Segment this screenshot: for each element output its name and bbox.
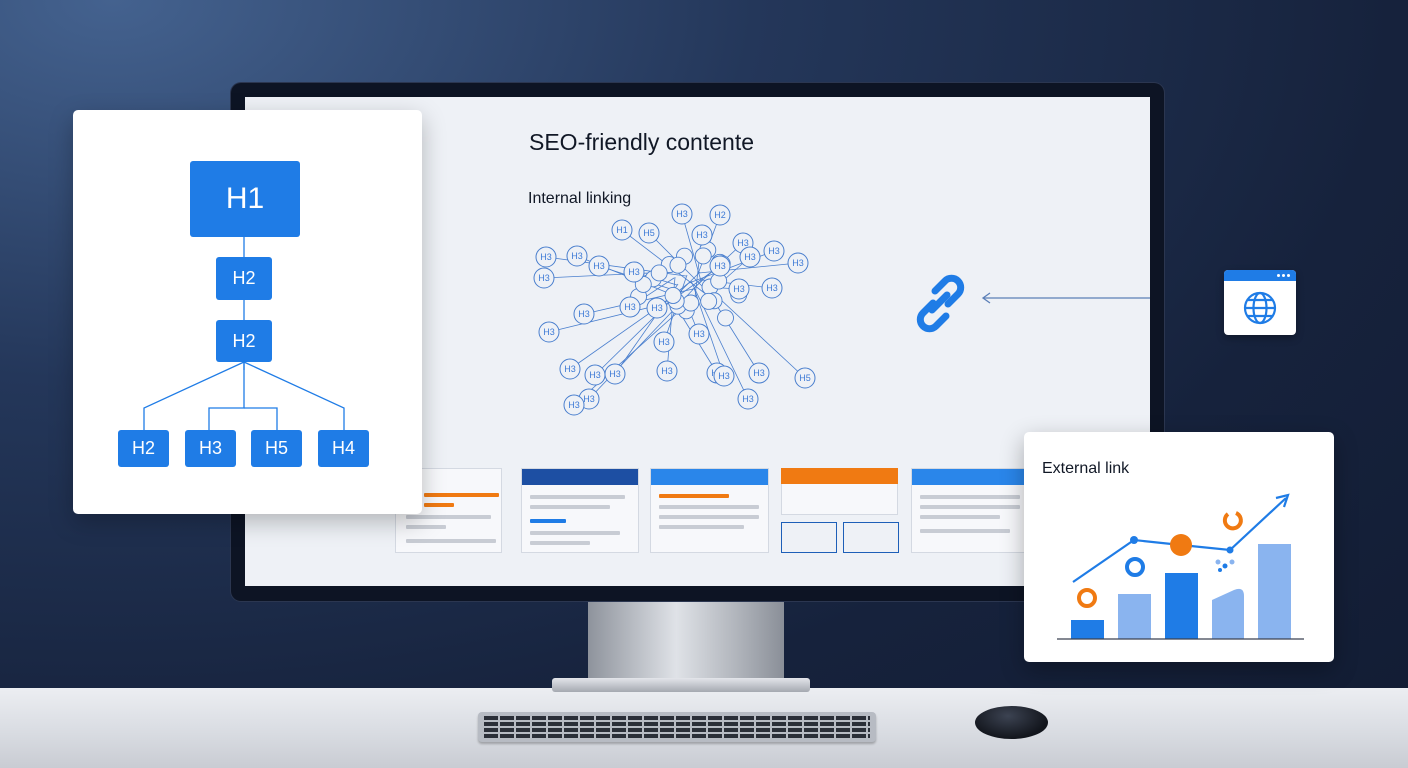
inner-node xyxy=(664,287,682,304)
link-node xyxy=(794,367,816,389)
link-node xyxy=(563,394,585,416)
link-node-label: H1 xyxy=(616,225,628,235)
link-node-label: H3 xyxy=(564,364,576,374)
link-node-label: H5 xyxy=(799,373,811,383)
link-node xyxy=(709,204,731,226)
link-node xyxy=(713,365,735,387)
link-node-label: H3 xyxy=(540,252,552,262)
link-node-label: H3 xyxy=(568,400,580,410)
link-node-label: H3 xyxy=(543,327,555,337)
link-node xyxy=(538,321,560,343)
inner-node xyxy=(700,292,718,310)
link-node xyxy=(761,277,783,299)
globe-icon xyxy=(1243,291,1277,325)
link-node xyxy=(584,364,606,386)
link-node-label: H3 xyxy=(658,337,670,347)
link-node-label: H3 xyxy=(693,329,705,339)
h2-box: H2 xyxy=(216,257,272,300)
link-node-label: H3 xyxy=(589,370,601,380)
h2-box: H2 xyxy=(216,320,272,362)
link-node-label: H3 xyxy=(583,394,595,404)
link-node xyxy=(638,222,660,244)
link-node-label: H3 xyxy=(571,251,583,261)
link-node xyxy=(739,246,761,268)
inner-node xyxy=(650,264,668,282)
link-node xyxy=(691,224,713,246)
inner-node xyxy=(669,256,687,274)
link-node-label: H3 xyxy=(744,252,756,262)
monitor-foot xyxy=(552,678,810,692)
inner-node xyxy=(694,247,712,265)
inner-node xyxy=(717,309,734,327)
mouse xyxy=(975,706,1048,739)
link-node-label: H3 xyxy=(593,261,605,271)
internal-linking-label: Internal linking xyxy=(528,190,632,207)
h2-child-box: H2 xyxy=(118,430,169,467)
link-node-label: H3 xyxy=(768,246,780,256)
page-thumbnail[interactable] xyxy=(650,468,769,553)
arrow-left-icon xyxy=(981,292,1150,304)
link-node xyxy=(559,358,581,380)
external-link-card: External link xyxy=(1024,432,1334,662)
link-node xyxy=(533,267,555,289)
link-node-label: H3 xyxy=(628,267,640,277)
link-node xyxy=(656,360,678,382)
heading-hierarchy-card: H1 H2 H2 H2 H3 H5 H4 xyxy=(73,110,422,514)
link-node-label: H3 xyxy=(661,366,673,376)
link-node xyxy=(671,203,693,225)
link-node-label: H3 xyxy=(538,273,550,283)
link-node xyxy=(748,362,770,384)
link-node-label: H3 xyxy=(737,238,749,248)
h1-box: H1 xyxy=(190,161,300,237)
link-node xyxy=(653,331,675,353)
link-node-label: H3 xyxy=(609,369,621,379)
link-node xyxy=(688,323,710,345)
h4-child-box: H4 xyxy=(318,430,369,467)
inner-node xyxy=(682,294,700,312)
growth-chart-illustration xyxy=(1057,493,1304,640)
page-thumbnail[interactable] xyxy=(781,468,899,553)
link-node-label: H3 xyxy=(676,209,688,219)
link-node xyxy=(763,240,785,262)
link-node xyxy=(619,296,641,318)
link-node-label: H5 xyxy=(643,228,655,238)
h3-child-box: H3 xyxy=(185,430,236,467)
link-node xyxy=(737,388,759,410)
link-node xyxy=(787,252,809,274)
link-node-label: H3 xyxy=(742,394,754,404)
link-node-label: H3 xyxy=(792,258,804,268)
link-node-label: H3 xyxy=(578,309,590,319)
monitor-stand xyxy=(588,601,784,679)
h5-child-box: H5 xyxy=(251,430,302,467)
link-node xyxy=(535,246,557,268)
link-line xyxy=(594,271,701,376)
link-node xyxy=(588,255,610,277)
link-node xyxy=(573,303,595,325)
keyboard xyxy=(478,712,876,742)
link-node-label: H3 xyxy=(718,371,730,381)
link-node xyxy=(623,261,645,283)
link-node xyxy=(709,255,731,277)
link-node xyxy=(611,219,633,241)
link-node-label: H3 xyxy=(651,303,663,313)
link-node-label: H3 xyxy=(714,261,726,271)
link-node-label: H3 xyxy=(766,283,778,293)
chain-link-icon xyxy=(916,274,965,333)
link-node xyxy=(566,245,588,267)
link-line xyxy=(705,285,806,379)
link-node-label: H3 xyxy=(733,284,745,294)
browser-window-icon xyxy=(1224,270,1296,335)
link-node-label: H3 xyxy=(696,230,708,240)
link-node xyxy=(728,278,750,300)
page-title: SEO-friendly contente xyxy=(529,129,755,155)
link-node xyxy=(646,297,668,319)
link-node-label: H3 xyxy=(753,368,765,378)
link-node-label: H2 xyxy=(714,210,726,220)
link-node-label: H3 xyxy=(624,302,636,312)
external-link-title: External link xyxy=(1042,460,1130,477)
page-thumbnail[interactable] xyxy=(521,468,639,553)
